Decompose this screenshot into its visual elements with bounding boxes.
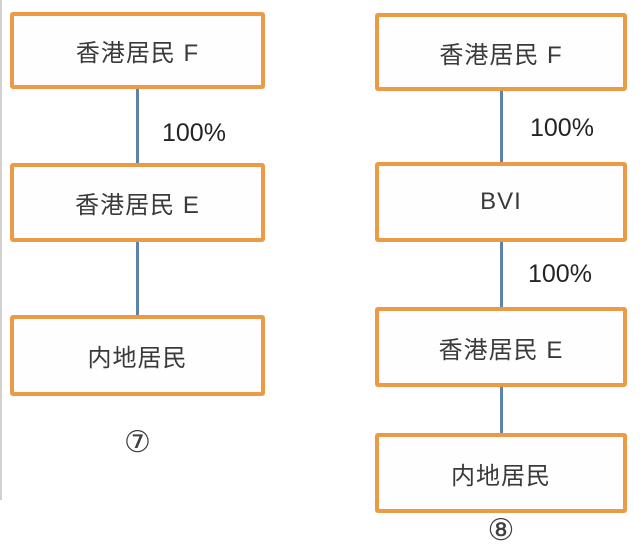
connector-line bbox=[500, 91, 503, 162]
diagram-caption-8: ⑧ bbox=[487, 514, 515, 547]
node-label: BVI bbox=[480, 188, 522, 215]
node-label: 内地居民 bbox=[87, 345, 188, 372]
node-mainland-resident-left: 内地居民 bbox=[10, 315, 265, 396]
ownership-percentage-label: 100% bbox=[530, 114, 594, 142]
ownership-percentage-label: 100% bbox=[528, 260, 592, 288]
node-label: 香港居民 F bbox=[439, 41, 563, 69]
connector-line bbox=[136, 242, 139, 315]
connector-line bbox=[136, 89, 139, 163]
node-mainland-resident-right: 内地居民 bbox=[375, 433, 627, 513]
node-label: 香港居民 E bbox=[438, 336, 564, 364]
connector-line bbox=[500, 242, 503, 307]
node-label: 香港居民 E bbox=[75, 192, 200, 219]
connector-line bbox=[500, 387, 503, 433]
node-hk-resident-f-right: 香港居民 F bbox=[375, 13, 627, 91]
node-hk-resident-e-right: 香港居民 E bbox=[375, 307, 627, 387]
ownership-percentage-label: 100% bbox=[162, 119, 226, 147]
diagram-caption-7: ⑦ bbox=[124, 426, 151, 459]
left-edge-artifact bbox=[0, 0, 2, 500]
node-bvi: BVI bbox=[375, 162, 627, 242]
node-label: 内地居民 bbox=[451, 462, 551, 490]
node-label: 香港居民 F bbox=[75, 40, 200, 67]
node-hk-resident-f-left: 香港居民 F bbox=[10, 12, 265, 89]
node-hk-resident-e-left: 香港居民 E bbox=[10, 163, 265, 242]
